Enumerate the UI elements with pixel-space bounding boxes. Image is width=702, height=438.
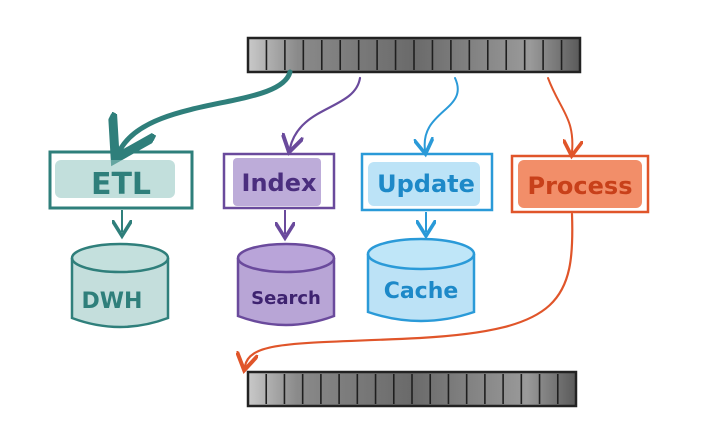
consumer-etl: ETL	[48, 150, 194, 210]
arrow-log-to-etl	[120, 69, 293, 150]
consumer-etl-label: ETL	[91, 167, 151, 202]
source-log	[246, 36, 582, 74]
consumer-update-label: Update	[377, 170, 475, 198]
arrow-log-to-update	[425, 77, 459, 150]
arrow-log-to-process	[547, 77, 572, 152]
consumer-index: Index	[222, 152, 336, 210]
consumer-process: Process	[510, 154, 650, 214]
store-dwh: DWH	[70, 242, 170, 329]
store-search-label: Search	[251, 288, 321, 309]
store-dwh-label: DWH	[82, 289, 143, 314]
arrow-log-to-index	[290, 76, 362, 148]
consumer-index-label: Index	[242, 169, 317, 197]
sink-log	[246, 370, 578, 408]
consumer-process-label: Process	[528, 172, 633, 200]
store-cache-label: Cache	[384, 279, 459, 304]
store-cache: Cache	[366, 237, 476, 323]
consumer-update: Update	[360, 152, 494, 212]
store-search: Search	[236, 242, 336, 327]
arrow-process-to-log	[245, 212, 574, 366]
